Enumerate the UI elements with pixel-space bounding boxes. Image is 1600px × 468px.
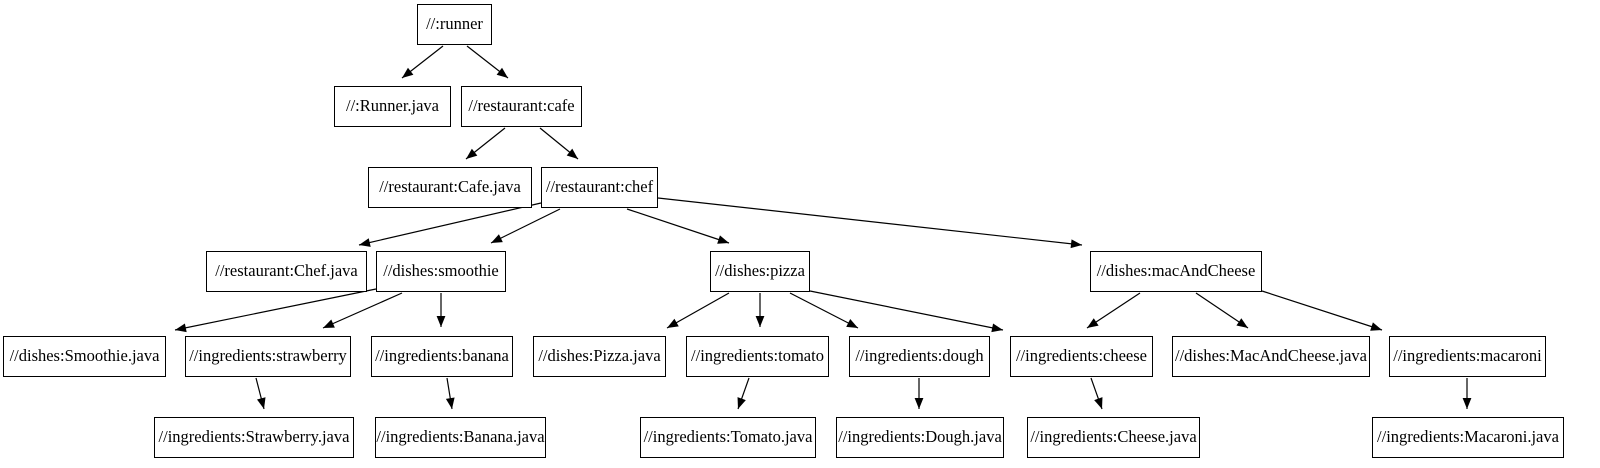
graph-node-restaurant_cafe[interactable]: //restaurant:cafe xyxy=(461,86,582,127)
graph-node-label: //dishes:pizza xyxy=(715,261,805,281)
graph-node-dishes_pizza[interactable]: //dishes:pizza xyxy=(710,251,810,292)
graph-node-ing_dough_java[interactable]: //ingredients:Dough.java xyxy=(836,417,1004,458)
graph-node-label: //restaurant:chef xyxy=(545,177,654,197)
graph-node-ing_banana[interactable]: //ingredients:banana xyxy=(371,336,513,377)
graph-node-label: //ingredients:Macaroni.java xyxy=(1377,427,1559,447)
graph-node-ing_cheese_java[interactable]: //ingredients:Cheese.java xyxy=(1027,417,1200,458)
graph-node-label: //ingredients:Tomato.java xyxy=(643,427,813,447)
graph-node-label: //:runner xyxy=(426,14,483,34)
graph-node-label: //dishes:smoothie xyxy=(383,261,499,281)
graph-node-ing_cheese[interactable]: //ingredients:cheese xyxy=(1010,336,1153,377)
graph-node-label: //dishes:Smoothie.java xyxy=(9,346,160,366)
graph-node-label: //dishes:Pizza.java xyxy=(538,346,661,366)
graph-node-label: //restaurant:cafe xyxy=(468,96,575,116)
graph-node-ing_tomato_java[interactable]: //ingredients:Tomato.java xyxy=(640,417,816,458)
graph-node-label: //ingredients:Strawberry.java xyxy=(158,427,350,447)
graph-node-label: //restaurant:Chef.java xyxy=(215,261,358,281)
graph-node-label: //:Runner.java xyxy=(345,96,440,116)
graph-node-ing_dough[interactable]: //ingredients:dough xyxy=(849,336,990,377)
graph-node-dishes_smoothie_java[interactable]: //dishes:Smoothie.java xyxy=(3,336,166,377)
graph-node-restaurant_cafe_java[interactable]: //restaurant:Cafe.java xyxy=(368,167,532,208)
graph-node-ing_banana_java[interactable]: //ingredients:Banana.java xyxy=(375,417,546,458)
graph-node-label: //dishes:MacAndCheese.java xyxy=(1175,346,1367,366)
graph-node-ing_macaroni[interactable]: //ingredients:macaroni xyxy=(1389,336,1546,377)
graph-node-label: //ingredients:strawberry xyxy=(189,346,347,366)
graph-node-label: //ingredients:Dough.java xyxy=(838,427,1002,447)
graph-node-label: //ingredients:Cheese.java xyxy=(1030,427,1197,447)
graph-node-label: //dishes:macAndCheese xyxy=(1096,261,1256,281)
graph-node-runner_java[interactable]: //:Runner.java xyxy=(334,86,451,127)
graph-node-label: //ingredients:tomato xyxy=(691,346,824,366)
graph-node-label: //ingredients:cheese xyxy=(1015,346,1148,366)
graph-node-ing_strawberry[interactable]: //ingredients:strawberry xyxy=(185,336,351,377)
graph-node-ing_strawberry_java[interactable]: //ingredients:Strawberry.java xyxy=(154,417,354,458)
graph-node-label: //ingredients:banana xyxy=(375,346,509,366)
graph-node-runner[interactable]: //:runner xyxy=(417,4,492,45)
graph-node-dishes_macandcheese[interactable]: //dishes:macAndCheese xyxy=(1090,251,1262,292)
graph-node-label: //ingredients:macaroni xyxy=(1393,346,1542,366)
graph-node-label: //restaurant:Cafe.java xyxy=(379,177,521,197)
graph-node-restaurant_chef_java[interactable]: //restaurant:Chef.java xyxy=(206,251,367,292)
graph-node-dishes_macandcheese_java[interactable]: //dishes:MacAndCheese.java xyxy=(1172,336,1370,377)
graph-node-restaurant_chef[interactable]: //restaurant:chef xyxy=(541,167,658,208)
graph-node-label: //ingredients:dough xyxy=(855,346,984,366)
graph-node-dishes_pizza_java[interactable]: //dishes:Pizza.java xyxy=(533,336,666,377)
graph-node-ing_tomato[interactable]: //ingredients:tomato xyxy=(686,336,829,377)
graph-node-ing_macaroni_java[interactable]: //ingredients:Macaroni.java xyxy=(1372,417,1564,458)
graph-node-label: //ingredients:Banana.java xyxy=(376,427,545,447)
graph-node-dishes_smoothie[interactable]: //dishes:smoothie xyxy=(376,251,506,292)
